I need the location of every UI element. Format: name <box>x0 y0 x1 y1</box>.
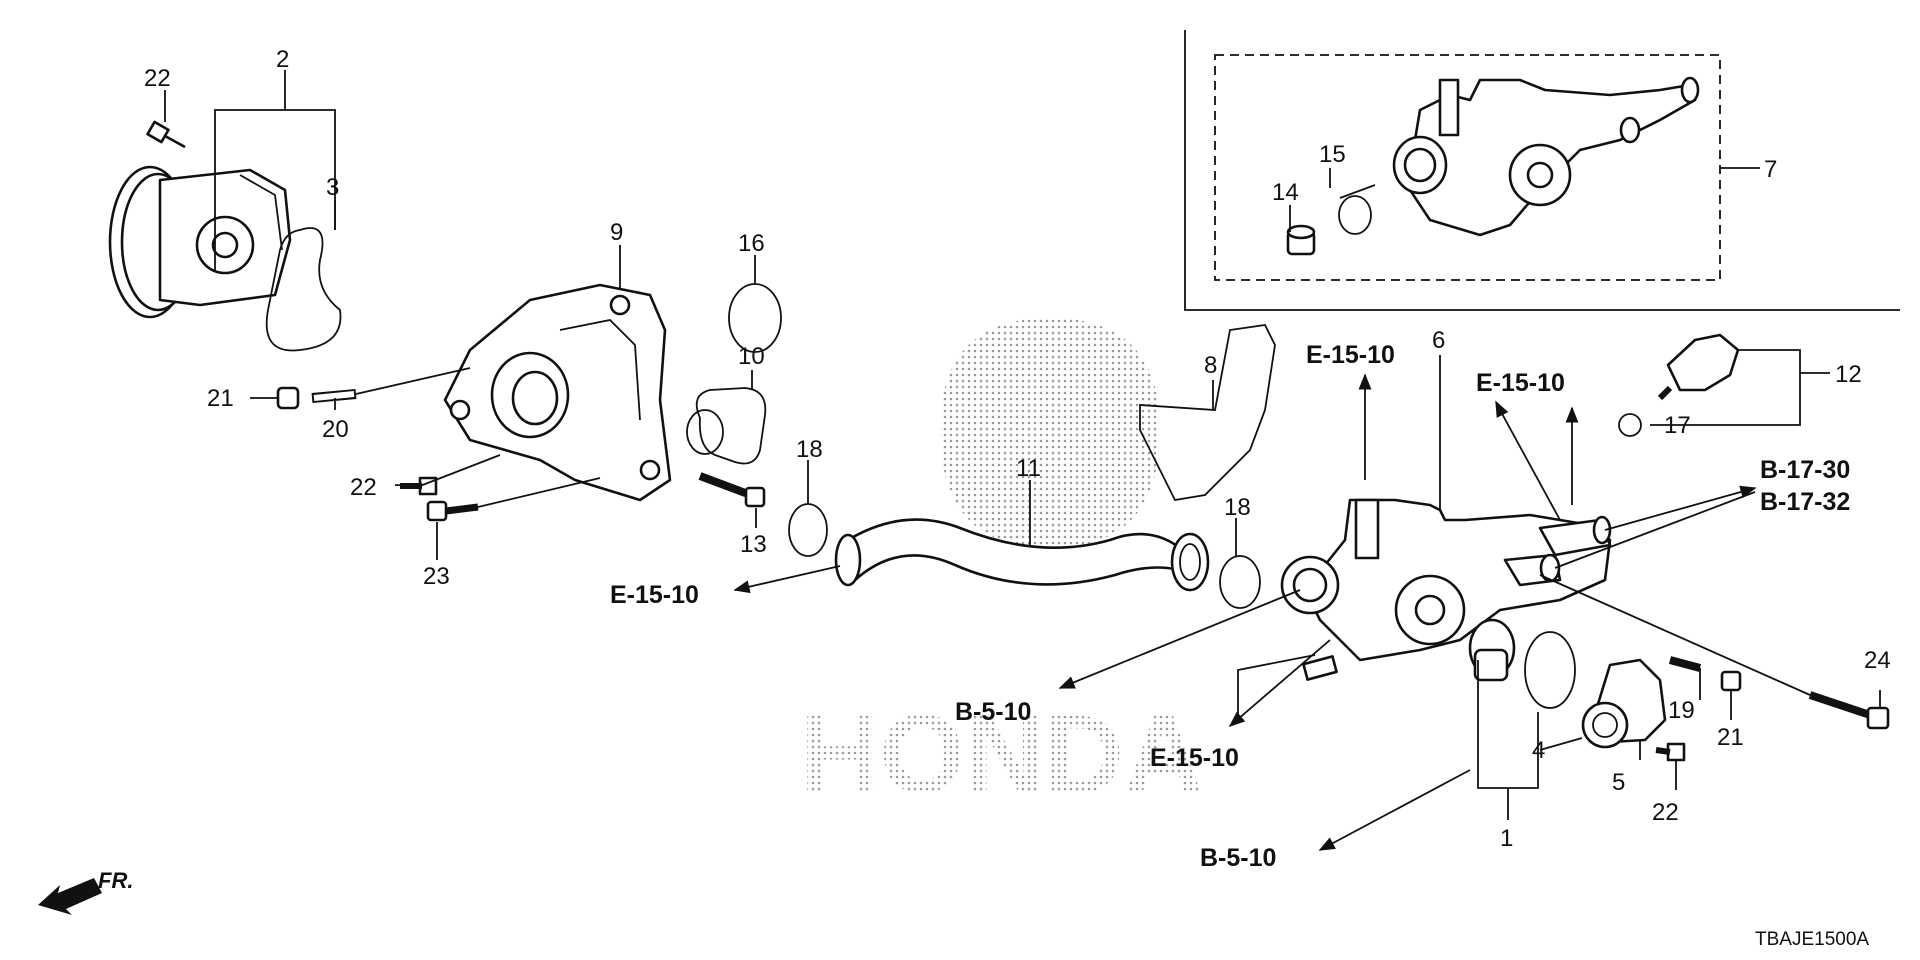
honda-watermark: HONDA <box>800 318 1203 816</box>
gasket-10[interactable] <box>695 387 767 465</box>
callout-13[interactable]: 13 <box>740 531 767 558</box>
bolt-24[interactable] <box>1808 691 1890 730</box>
o-ring-18-right[interactable] <box>1219 555 1261 609</box>
gasket-4[interactable] <box>1524 631 1576 709</box>
callout-15[interactable]: 15 <box>1319 141 1346 168</box>
thermostat-1[interactable] <box>1468 618 1516 682</box>
o-ring-18-left[interactable] <box>788 503 828 557</box>
callout-3[interactable]: 3 <box>326 174 339 201</box>
callout-24[interactable]: 24 <box>1864 647 1891 674</box>
thermostat-cover[interactable] <box>1581 658 1667 749</box>
watermark-text: HONDA <box>800 693 1203 816</box>
plug-14[interactable] <box>1286 224 1316 256</box>
callout-14[interactable]: 14 <box>1272 179 1299 206</box>
front-direction-indicator: FR. <box>38 868 133 915</box>
o-ring-15[interactable] <box>1338 195 1372 235</box>
stud-19[interactable] <box>1668 656 1702 672</box>
callout-8[interactable]: 8 <box>1204 352 1217 379</box>
o-ring-10b[interactable] <box>686 409 724 455</box>
callout-20[interactable]: 20 <box>322 416 349 443</box>
bolt-22-bottom[interactable] <box>1655 742 1686 762</box>
callout-22[interactable]: 22 <box>144 65 171 92</box>
water-pipe[interactable] <box>834 518 1210 592</box>
diagram-code: TBAJE1500A <box>1755 929 1869 950</box>
callout-16[interactable]: 16 <box>738 230 765 257</box>
ref-b-5-10-mid[interactable]: B-5-10 <box>955 698 1031 726</box>
callout-numbers: 2 22 3 21 20 22 23 9 16 10 18 13 11 8 18… <box>144 46 1891 852</box>
water-passage[interactable] <box>443 283 672 502</box>
callout-6[interactable]: 6 <box>1432 327 1445 354</box>
nut-21-left[interactable] <box>276 386 300 410</box>
o-ring-16[interactable] <box>728 283 782 353</box>
callout-10[interactable]: 10 <box>738 343 765 370</box>
bolt-13[interactable] <box>698 472 766 508</box>
o-ring-17[interactable] <box>1618 413 1642 437</box>
callout-11[interactable]: 11 <box>1016 455 1041 482</box>
callout-18[interactable]: 18 <box>796 436 823 463</box>
ref-e-15-10-left[interactable]: E-15-10 <box>610 581 699 609</box>
callout-12[interactable]: 12 <box>1835 361 1862 388</box>
ref-b-17-32[interactable]: B-17-32 <box>1760 488 1850 516</box>
callout-23[interactable]: 23 <box>423 563 450 590</box>
callout-17[interactable]: 17 <box>1664 412 1691 439</box>
ref-e-15-10-top[interactable]: E-15-10 <box>1306 341 1395 369</box>
pump-gasket[interactable] <box>265 227 342 352</box>
callout-9[interactable]: 9 <box>610 219 623 246</box>
leader-lines <box>164 70 1881 820</box>
ref-e-15-10-mid[interactable]: E-15-10 <box>1150 744 1239 772</box>
callout-22c[interactable]: 22 <box>1652 799 1679 826</box>
reference-labels: E-15-10 B-5-10 E-15-10 B-5-10 E-15-10 E-… <box>610 341 1850 872</box>
gasket-8[interactable] <box>1139 324 1276 501</box>
callout-18b[interactable]: 18 <box>1224 494 1251 521</box>
callout-4[interactable]: 4 <box>1532 737 1545 764</box>
callout-21[interactable]: 21 <box>207 385 234 412</box>
callout-21b[interactable]: 21 <box>1717 724 1744 751</box>
thermostat-housing[interactable] <box>1280 498 1612 681</box>
bolt-22-top[interactable] <box>146 120 186 149</box>
callout-1[interactable]: 1 <box>1500 825 1513 852</box>
callout-22b[interactable]: 22 <box>350 474 377 501</box>
callout-7[interactable]: 7 <box>1764 156 1777 183</box>
housing-assy-inset[interactable] <box>1392 76 1700 237</box>
front-label: FR. <box>98 868 133 893</box>
water-pump[interactable] <box>108 165 292 319</box>
nut-21-right[interactable] <box>1720 670 1742 692</box>
reference-arrows <box>733 373 1757 851</box>
stud-20[interactable] <box>311 389 357 403</box>
ref-e-15-10-right[interactable]: E-15-10 <box>1476 369 1565 397</box>
callout-5[interactable]: 5 <box>1612 769 1625 796</box>
ref-b-17-30[interactable]: B-17-30 <box>1760 456 1850 484</box>
ref-b-5-10-bottom[interactable]: B-5-10 <box>1200 844 1276 872</box>
callout-19[interactable]: 19 <box>1668 697 1695 724</box>
callout-2[interactable]: 2 <box>276 46 289 73</box>
bolt-23[interactable] <box>426 500 479 522</box>
temp-sensor[interactable] <box>1657 333 1740 401</box>
